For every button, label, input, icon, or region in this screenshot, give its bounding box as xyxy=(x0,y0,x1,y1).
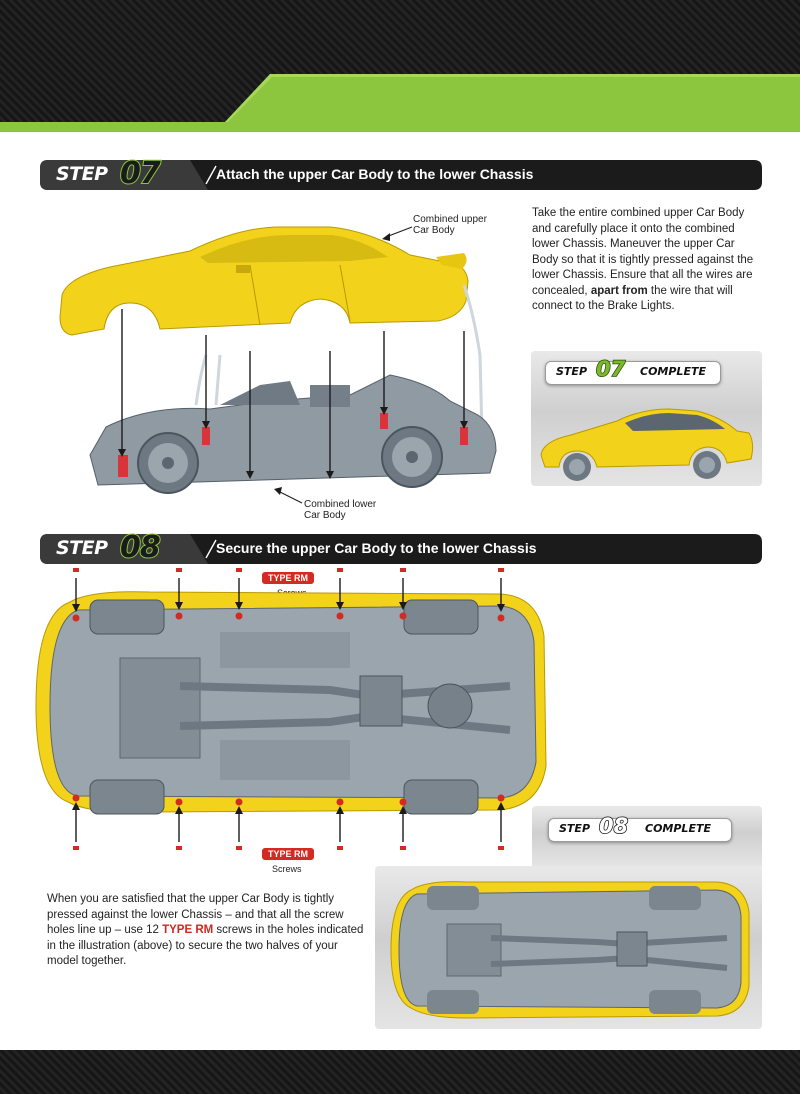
step07-number: 07 xyxy=(119,155,162,192)
type-rm-tag-bottom: TYPE RM xyxy=(262,848,315,860)
step07-instructions: Take the entire combined upper Car Body … xyxy=(532,206,762,315)
callout-lower-line1: Combined lower xyxy=(304,499,377,510)
step08-complete-underside xyxy=(390,881,750,1019)
callout-lower-line2: Car Body xyxy=(304,510,346,521)
step08-complete-number: 08 xyxy=(598,813,629,839)
upper-car-body xyxy=(59,226,469,336)
step07-complete-car xyxy=(540,408,754,481)
wire-bundle xyxy=(194,354,222,406)
step07-text-part2: the wire that will connect to the Brake … xyxy=(532,284,733,313)
step08-text-part2: screws in the holes indicated in the ill… xyxy=(47,924,364,967)
step08-instructions: When you are satisfied that the upper Ca… xyxy=(47,892,372,970)
lower-chassis xyxy=(89,374,497,494)
callout-lower-body: Combined lower Car Body xyxy=(304,499,376,521)
step08-text-part1: When you are satisfied that the upper Ca… xyxy=(47,893,344,936)
step08-complete-badge: STEP 08 COMPLETE xyxy=(548,813,732,842)
step07-text-bold: apart from xyxy=(590,284,648,297)
step07-complete-label: COMPLETE xyxy=(640,365,706,378)
type-rm-tag-top: TYPE RM xyxy=(262,572,315,584)
footer-carbon-band xyxy=(0,1050,800,1094)
step07-title: Attach the upper Car Body to the lower C… xyxy=(216,166,534,182)
step07-complete-panel: STEP 07 COMPLETE xyxy=(531,351,762,486)
alignment-arrows xyxy=(121,309,465,473)
callout-upper-body: Combined upper Car Body xyxy=(413,214,487,236)
brake-light-wire xyxy=(462,284,484,436)
screw-markers xyxy=(72,568,505,850)
step07-header-bg xyxy=(40,160,762,190)
step08-number: 08 xyxy=(119,529,162,566)
step07-complete-number: 07 xyxy=(595,356,626,382)
step08-header-bg xyxy=(40,534,762,564)
step08-header: STEP 08 Secure the upper Car Body to the… xyxy=(40,529,762,566)
step08-title: Secure the upper Car Body to the lower C… xyxy=(216,540,537,556)
step08-complete-panel-top: STEP 08 COMPLETE xyxy=(532,806,762,866)
step08-complete-label: COMPLETE xyxy=(645,822,711,835)
step07-complete-step: STEP xyxy=(556,365,588,378)
step07-text-part1: Take the entire combined upper Car Body … xyxy=(532,207,754,297)
screws-label-bottom: Screws xyxy=(272,864,302,874)
step08-complete-step: STEP xyxy=(559,822,591,835)
callout-upper-line1: Combined upper xyxy=(413,214,487,225)
step07-word: STEP xyxy=(56,163,108,185)
step08-complete-panel xyxy=(375,866,762,1029)
step08-text-red: TYPE RM xyxy=(162,924,214,936)
step07-header: STEP 07 Attach the upper Car Body to the… xyxy=(40,155,762,192)
header-green-stripe xyxy=(0,74,800,132)
step07-illustration xyxy=(59,226,497,504)
step08-word: STEP xyxy=(56,537,108,559)
callout-upper-line2: Car Body xyxy=(413,225,455,236)
step08-underside-illustration xyxy=(35,591,547,815)
step07-complete-badge: STEP 07 COMPLETE xyxy=(545,356,721,385)
